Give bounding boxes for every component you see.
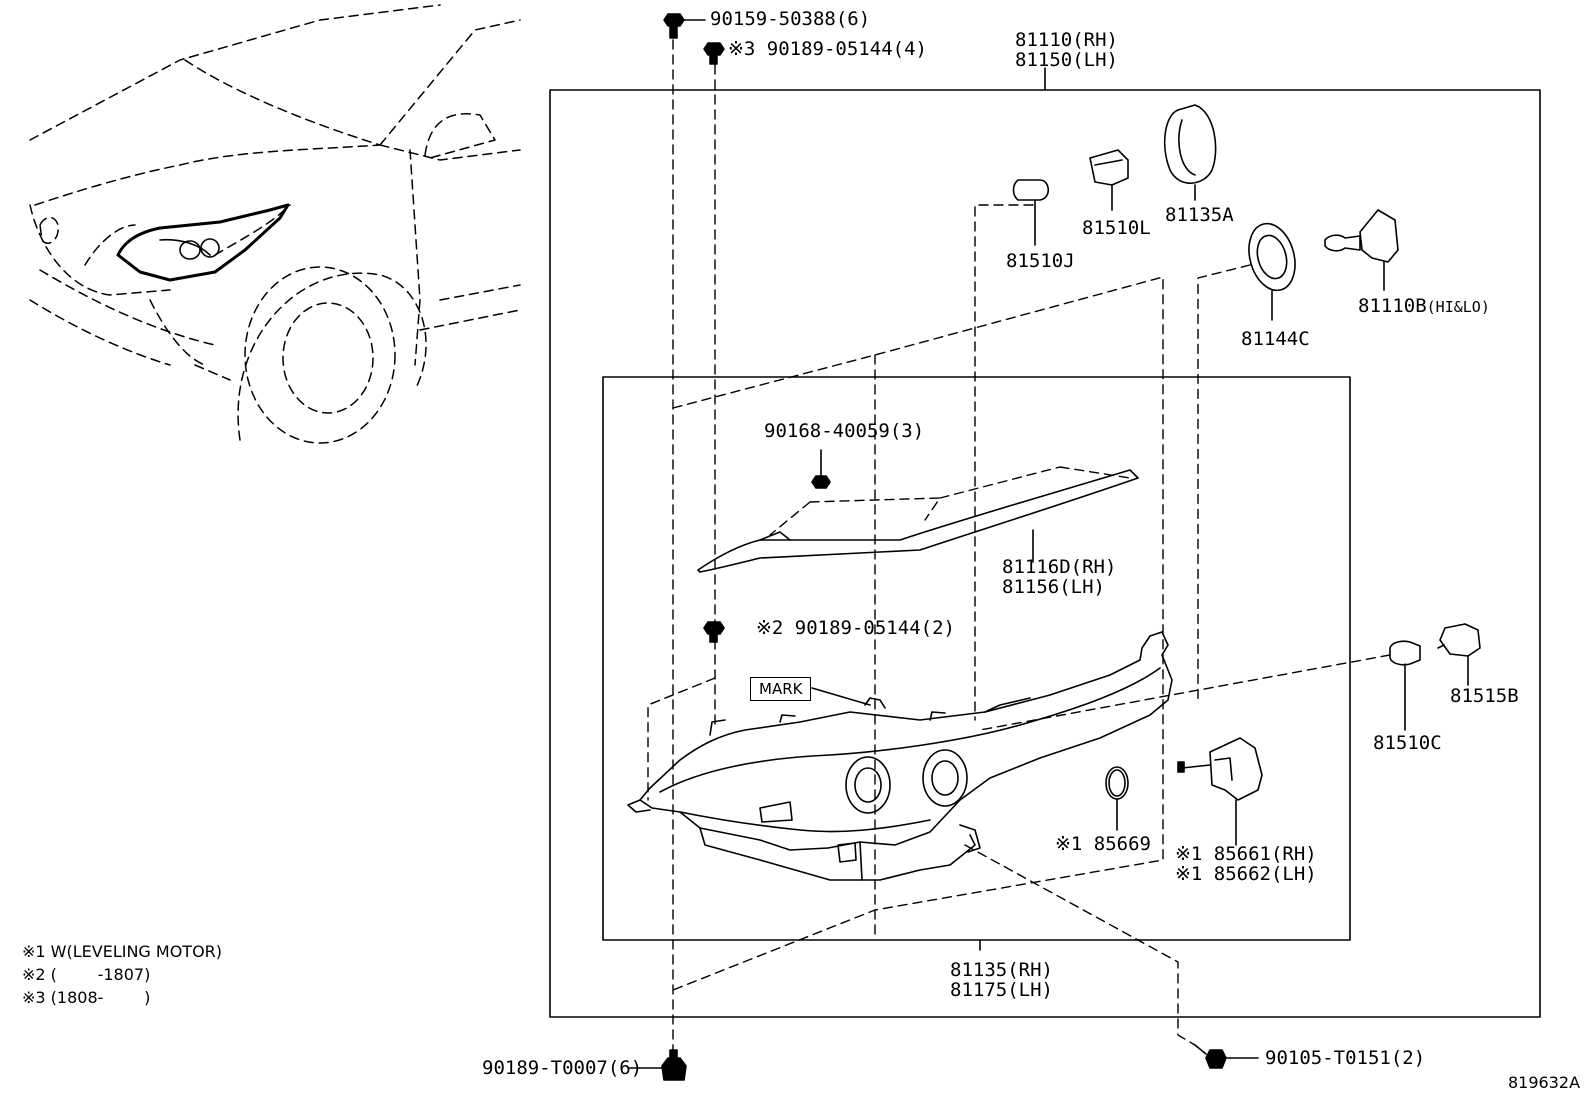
lamp-unit-inner-box bbox=[602, 376, 1351, 941]
mark-callout-box: MARK bbox=[750, 677, 812, 701]
label-90189-T0007: 90189-T0007(6) bbox=[482, 1057, 643, 1079]
label-81144C: 81144C bbox=[1241, 328, 1310, 350]
label-81110-rh: 81110(RH) bbox=[1015, 29, 1118, 51]
label-81135A: 81135A bbox=[1165, 204, 1234, 226]
screw-90189-x2-symbol bbox=[703, 621, 725, 643]
locator-headlamp bbox=[116, 203, 290, 282]
bulb-81110B-shape bbox=[1324, 209, 1399, 291]
label-85662-lh: ※1 85662(LH) bbox=[1175, 863, 1317, 885]
dashed-reference-lines bbox=[647, 39, 1391, 1051]
bolt-90105-symbol bbox=[1194, 1044, 1259, 1069]
headlamp-unit-81135-shape bbox=[627, 631, 1173, 881]
garnish-81116D-shape bbox=[697, 469, 1139, 573]
label-90189-05144-x2: ※2 90189-05144(2) bbox=[756, 617, 955, 639]
label-81515B: 81515B bbox=[1450, 685, 1519, 707]
ring-81144C-shape bbox=[1248, 222, 1296, 321]
label-81135-rh: 81135(RH) bbox=[950, 959, 1053, 981]
socket-81515B-shape bbox=[1437, 623, 1481, 686]
note-date-range-2: ※2 ( -1807) bbox=[22, 965, 151, 984]
label-81175-lh: 81175(LH) bbox=[950, 979, 1053, 1001]
leveling-motor-85661-shape bbox=[1177, 737, 1263, 846]
bulb-81510C-shape bbox=[1389, 640, 1421, 731]
label-81510J: 81510J bbox=[1006, 250, 1075, 272]
label-81156-lh: 81156(LH) bbox=[1002, 576, 1105, 598]
label-81150-lh: 81150(LH) bbox=[1015, 49, 1118, 71]
label-81510C: 81510C bbox=[1373, 732, 1442, 754]
label-90189-05144-x3-text: ※3 90189-05144(4) bbox=[728, 38, 927, 60]
label-90159-50388: 90159-50388(6) bbox=[710, 8, 871, 30]
oring-85669-shape bbox=[1105, 766, 1129, 831]
screw-90168-symbol bbox=[811, 449, 831, 489]
note-date-range-3: ※3 (1808- ) bbox=[22, 988, 151, 1007]
label-90168-40059: 90168-40059(3) bbox=[764, 420, 925, 442]
diagram-id: 819632A bbox=[1508, 1073, 1581, 1092]
label-81116D-rh: 81116D(RH) bbox=[1002, 556, 1117, 578]
bolt-90189-T0007-symbol bbox=[627, 1049, 687, 1081]
bulb-81510J-shape bbox=[1012, 179, 1050, 246]
label-81510L: 81510L bbox=[1082, 217, 1151, 239]
label-81110B-text: 81110B bbox=[1358, 295, 1427, 317]
vehicle-locator-sketch bbox=[29, 4, 521, 444]
label-81110B: 81110B(HI&LO) bbox=[1358, 296, 1490, 317]
screw-90189-x3-symbol bbox=[703, 42, 725, 65]
cover-81135A-shape bbox=[1163, 104, 1217, 201]
label-85661-rh: ※1 85661(RH) bbox=[1175, 843, 1317, 865]
label-85669: ※1 85669 bbox=[1055, 833, 1151, 855]
socket-81510L-shape bbox=[1089, 149, 1129, 211]
screw-90159-symbol bbox=[663, 13, 706, 39]
assembly-outer-box bbox=[549, 89, 1541, 1018]
label-90189-05144-x3: ※3 90189-05144(4) bbox=[728, 39, 927, 59]
label-90105-T0151: 90105-T0151(2) bbox=[1265, 1047, 1426, 1069]
note-leveling-motor: ※1 W(LEVELING MOTOR) bbox=[22, 942, 223, 961]
label-81110B-suffix: (HI&LO) bbox=[1426, 298, 1490, 316]
